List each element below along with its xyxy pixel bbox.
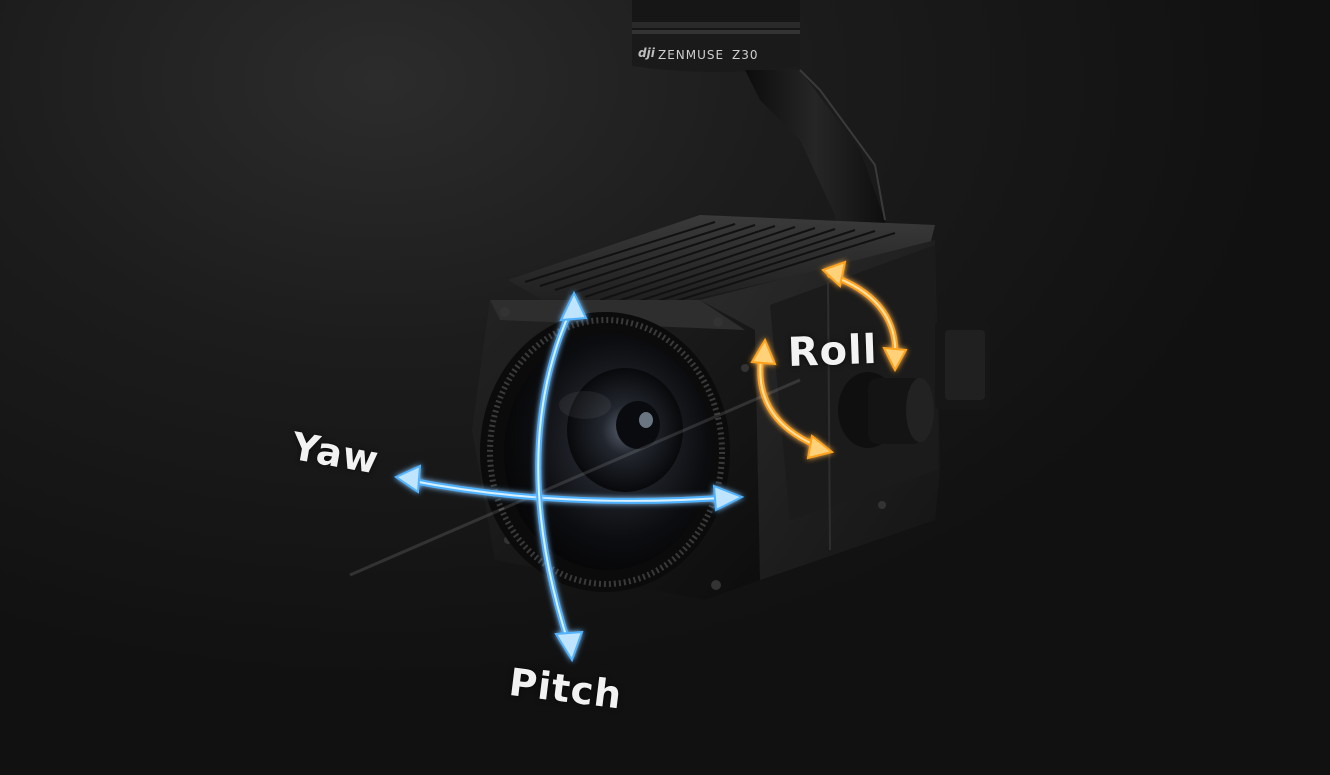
- mount-cylinder: [632, 0, 800, 72]
- double-arrow-vertical-icon: [535, 290, 588, 663]
- roll-axis-line: [349, 378, 801, 577]
- gimbal-arm: [745, 69, 886, 250]
- brand-label: ZENMUSE: [658, 48, 725, 62]
- roll-label: Roll: [787, 326, 879, 376]
- double-arrow-horizontal-icon: [393, 464, 745, 512]
- dji-logo: dji: [638, 46, 655, 60]
- model-label: Z30: [732, 48, 759, 62]
- camera-lens: [480, 312, 730, 592]
- curved-double-arrow-icon: [750, 260, 908, 460]
